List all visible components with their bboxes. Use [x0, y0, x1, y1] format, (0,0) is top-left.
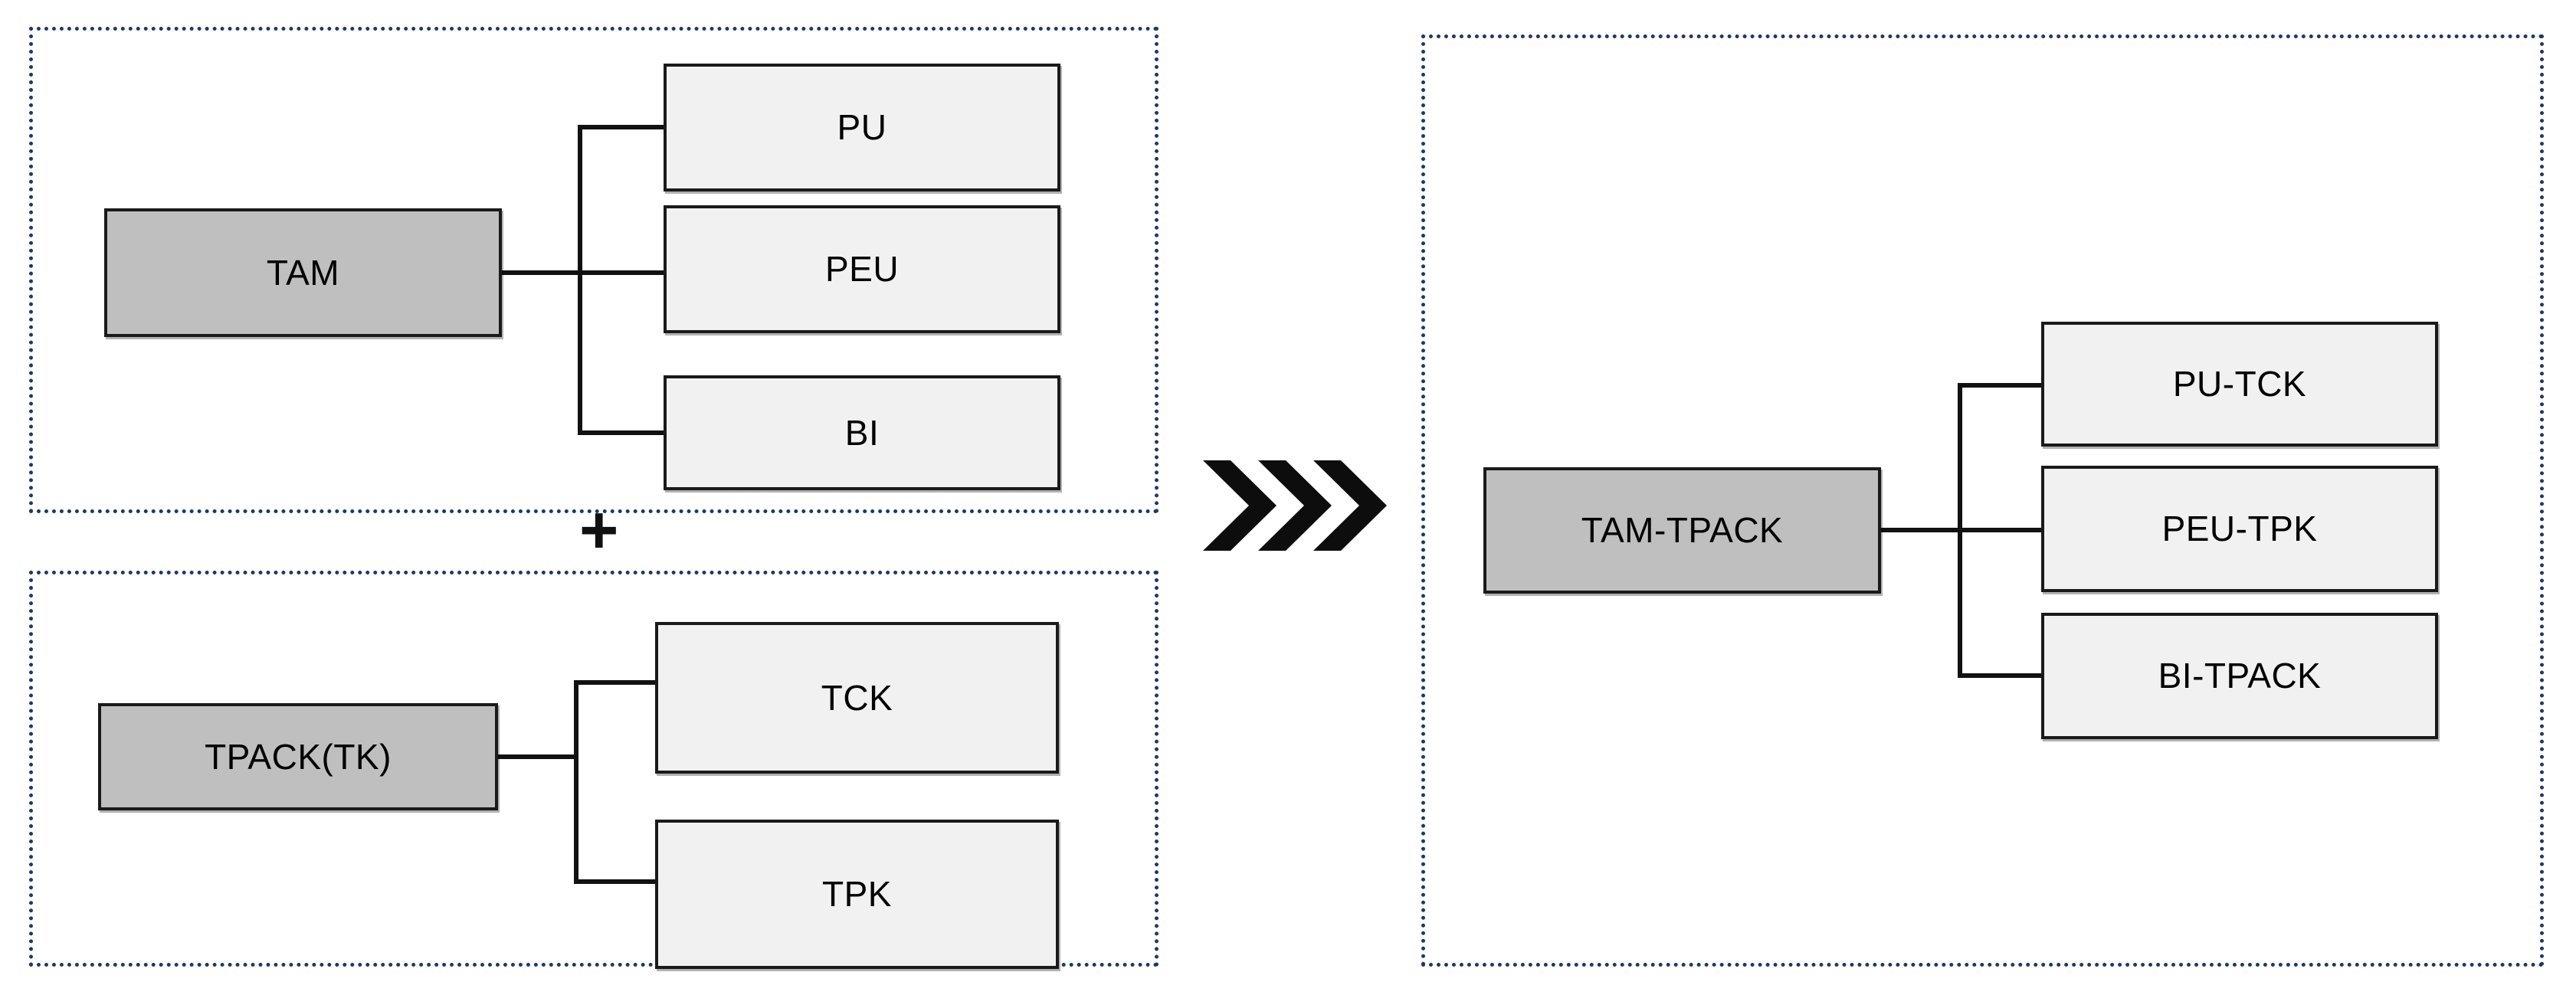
- node-tam-tpack[interactable]: TAM-TPACK: [1483, 467, 1881, 594]
- node-peu-tpk-label: PEU-TPK: [2161, 509, 2318, 549]
- node-tpk-label: TPK: [822, 874, 892, 915]
- connector-tam-to-pu: [578, 125, 666, 129]
- node-peu-label: PEU: [824, 249, 900, 290]
- node-tck-label: TCK: [821, 677, 893, 718]
- plus-operator-glyph: +: [579, 492, 619, 568]
- plus-operator: +: [579, 496, 618, 564]
- connector-tpack-stem: [498, 754, 578, 759]
- connector-tamtpack-to-peu-tpk: [1958, 528, 2043, 532]
- node-bi[interactable]: BI: [664, 375, 1060, 490]
- connector-tpack-to-tck: [574, 680, 658, 685]
- connector-tam-to-peu: [578, 270, 666, 275]
- node-bi-tpack[interactable]: BI-TPACK: [2041, 613, 2438, 739]
- connector-tamtpack-stem: [1881, 528, 1961, 532]
- panel-tam-tpack: [1421, 34, 2544, 967]
- node-peu[interactable]: PEU: [664, 205, 1060, 333]
- node-tpk[interactable]: TPK: [655, 820, 1059, 969]
- connector-tam-spine: [578, 125, 582, 435]
- node-pu-tck-label: PU-TCK: [2172, 364, 2307, 404]
- node-tck[interactable]: TCK: [655, 622, 1059, 774]
- node-tpack-tk[interactable]: TPACK(TK): [98, 703, 498, 810]
- connector-tamtpack-to-bi-tpack: [1958, 673, 2043, 678]
- connector-tamtpack-to-pu-tck: [1958, 383, 2043, 388]
- node-pu-tck[interactable]: PU-TCK: [2041, 322, 2438, 447]
- node-tam[interactable]: TAM: [104, 208, 502, 337]
- node-bi-label: BI: [844, 412, 880, 453]
- node-pu[interactable]: PU: [664, 64, 1060, 191]
- triple-chevron-arrow: [1200, 456, 1391, 555]
- connector-tam-stem: [502, 270, 582, 275]
- node-tam-label: TAM: [266, 252, 340, 293]
- node-pu-label: PU: [837, 107, 887, 148]
- node-tam-tpack-label: TAM-TPACK: [1581, 510, 1784, 551]
- connector-tam-to-bi: [578, 430, 666, 435]
- node-bi-tpack-label: BI-TPACK: [2158, 656, 2322, 696]
- node-peu-tpk[interactable]: PEU-TPK: [2041, 466, 2438, 592]
- connector-tpack-spine: [574, 680, 578, 884]
- node-tpack-tk-label: TPACK(TK): [205, 736, 392, 777]
- panel-tpack: [29, 571, 1159, 967]
- connector-tpack-to-tpk: [574, 879, 658, 884]
- panel-tam: [29, 27, 1159, 513]
